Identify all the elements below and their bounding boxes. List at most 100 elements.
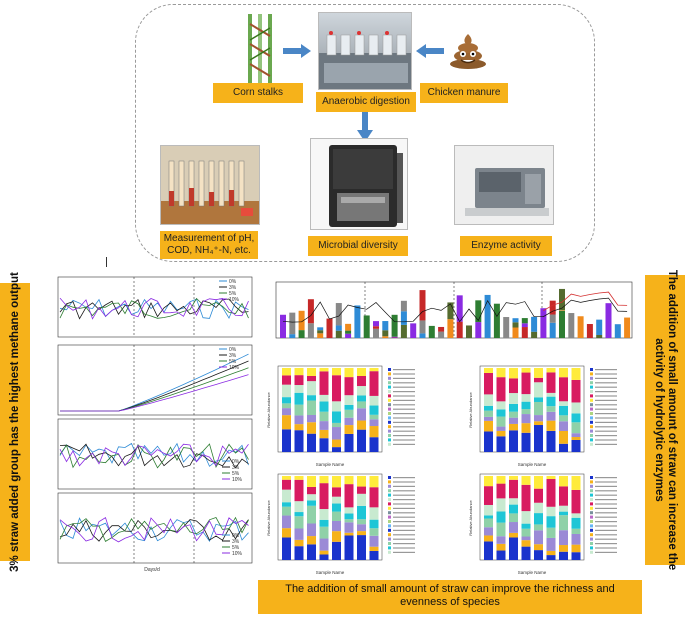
stack-segment: [294, 385, 304, 393]
right-banner-text: The addition of small amount of straw ca…: [653, 269, 678, 571]
stack-segment: [509, 403, 518, 412]
measurement-label-line1: Measurement of pH,: [163, 233, 255, 244]
stack-segment: [369, 546, 379, 551]
legend-text-mark: [393, 373, 415, 375]
legend-text-mark: [595, 485, 617, 487]
stack-segment: [332, 375, 341, 402]
legend-label: 0%: [232, 459, 240, 465]
bar-segment: [400, 311, 407, 325]
legend-text-mark: [393, 516, 415, 518]
stack-segment: [534, 415, 543, 422]
stack-segment: [307, 368, 316, 376]
down-arrow-icon: [357, 112, 373, 142]
enzyme-activity-label: Enzyme activity: [460, 236, 552, 256]
legend-text-mark: [393, 395, 415, 397]
stack-segment: [571, 402, 581, 414]
right-arrow-icon: [283, 44, 311, 58]
legend-text-mark: [393, 503, 415, 505]
legend-text-mark: [393, 413, 415, 415]
stack-segment: [282, 528, 291, 538]
bar-segment: [382, 321, 389, 331]
legend-swatch: [590, 502, 593, 506]
stack-segment: [369, 419, 379, 427]
stack-segment: [559, 401, 568, 406]
stack-segment: [509, 417, 518, 424]
stack-segment: [282, 384, 291, 398]
bar-segment: [447, 302, 454, 320]
bar-segment: [596, 334, 603, 338]
legend-text-mark: [595, 430, 617, 432]
stack-segment: [357, 531, 366, 536]
legend-text-mark: [595, 481, 617, 483]
left-banner-text: 3% straw added group has the highest met…: [9, 272, 21, 572]
measurement-photo: [160, 145, 260, 225]
chicken-manure-label: Chicken manure: [420, 83, 508, 103]
legend-swatch: [590, 515, 593, 519]
legend-swatch: [590, 429, 593, 433]
legend-swatch: [388, 493, 391, 497]
stack-segment: [559, 530, 568, 546]
stack-segment: [344, 522, 354, 533]
legend-label: 0%: [229, 279, 237, 285]
stack-segment: [559, 551, 568, 560]
legend-swatch: [590, 550, 593, 554]
series-line: [59, 442, 249, 467]
stack-segment: [521, 546, 531, 560]
stack-segment: [357, 519, 366, 525]
measurement-label-line2: COD, NH₄⁺-N, etc.: [167, 245, 251, 256]
legend-swatch: [388, 394, 391, 398]
stack-segment: [509, 393, 518, 404]
stack-segment: [294, 516, 304, 529]
legend-text-mark: [595, 426, 617, 428]
bar-segment: [549, 300, 556, 315]
stack-segment: [496, 409, 506, 417]
series-line: [60, 374, 249, 412]
legend-swatch: [590, 407, 593, 411]
stack-segment: [332, 487, 341, 497]
stack-segment: [344, 535, 354, 560]
stack-segment: [509, 378, 518, 394]
bar-segment: [335, 303, 342, 326]
stack-segment: [294, 476, 304, 480]
stack-segment: [319, 526, 329, 539]
legend-swatch: [388, 442, 391, 446]
poop-emoji-icon: [450, 34, 486, 69]
stack-segment: [484, 431, 493, 452]
bar-segment: [475, 300, 482, 323]
legend-swatch: [388, 425, 391, 429]
microbial-diversity-label: Microbial diversity: [308, 236, 408, 256]
series-line: [59, 298, 249, 319]
legend-swatch: [590, 489, 593, 493]
stack-segment: [344, 433, 354, 452]
legend-swatch: [590, 442, 593, 446]
chart-panel: [57, 344, 253, 416]
stack-segment: [282, 479, 291, 490]
stack-segment: [534, 524, 543, 531]
legend-text-mark: [595, 521, 617, 523]
stack-segment: [496, 368, 506, 378]
legend-swatch: [388, 533, 391, 537]
stack-segment: [484, 504, 493, 516]
stack-segment: [369, 426, 379, 438]
x-axis-label: Sample Name: [518, 570, 547, 575]
legend-text-mark: [393, 529, 415, 531]
bar-segment: [354, 305, 361, 338]
stack-segment: [282, 515, 291, 529]
y-axis-label: Relative Abundance: [468, 499, 473, 535]
bar-segment: [307, 323, 314, 338]
stack-segment: [369, 550, 379, 560]
stack-segment: [282, 415, 291, 430]
legend-label: 10%: [229, 297, 240, 303]
legend-swatch: [388, 484, 391, 488]
stack-segment: [534, 550, 543, 560]
stack-segment: [484, 410, 493, 417]
stack-segment: [521, 414, 531, 424]
stack-segment: [307, 494, 316, 501]
stack-segment: [559, 505, 568, 512]
stack-segment: [282, 368, 291, 376]
stack-segment: [484, 416, 493, 421]
stack-segment: [571, 544, 581, 553]
stack-segment: [344, 417, 354, 426]
stack-segment: [559, 430, 568, 444]
